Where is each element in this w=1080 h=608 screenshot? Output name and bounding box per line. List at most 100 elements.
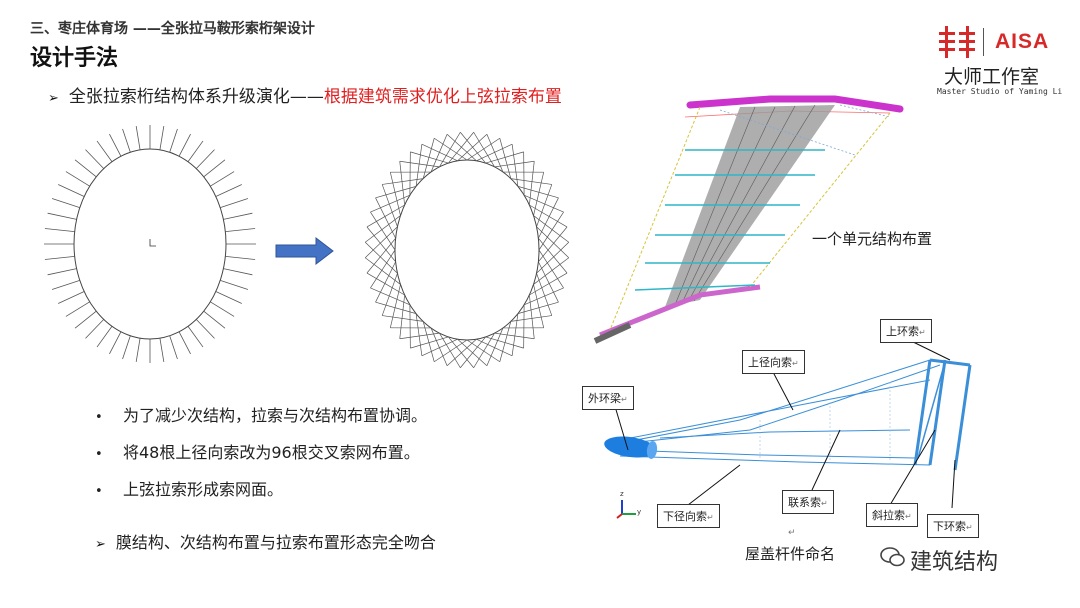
radial-cable <box>122 335 131 360</box>
conclusion-text: 膜结构、次结构布置与拉索布置形态完全吻合 <box>115 533 436 552</box>
list-item: •为了减少次结构，拉索与次结构布置协调。 <box>95 398 427 435</box>
studio-name-en: Master Studio of Yaming Li <box>937 87 1063 96</box>
cross-cable <box>523 194 564 213</box>
radial-cable <box>44 256 75 260</box>
cross-cable <box>536 184 553 227</box>
cross-cable <box>399 160 440 168</box>
cross-cable <box>422 321 435 362</box>
cross-cable <box>533 257 569 285</box>
cross-cable <box>389 284 401 328</box>
radial-cable <box>58 291 85 304</box>
label-lower-radial-cable: 下径向索↵ <box>657 504 720 528</box>
cross-cable <box>370 194 411 213</box>
bullet-dot: • <box>95 484 103 499</box>
radial-cable <box>159 125 165 150</box>
cross-cable <box>399 294 405 339</box>
cross-cable <box>365 257 401 285</box>
radial-cable <box>51 198 80 209</box>
radial-cable <box>195 149 215 169</box>
cross-cable <box>538 238 568 274</box>
cross-cable <box>457 338 488 366</box>
cross-cable <box>511 144 519 187</box>
cross-cable <box>439 332 461 368</box>
label-outer-ring-beam: 外环梁↵ <box>582 386 634 410</box>
center-mark <box>149 239 156 247</box>
conclusion: ➢膜结构、次结构布置与拉索布置形态完全吻合 <box>95 529 436 553</box>
radial-cable <box>215 291 242 304</box>
watermark: 建筑结构 <box>910 550 999 575</box>
cross-cable <box>533 172 545 216</box>
cross-cable <box>460 132 486 164</box>
bullet-dot: • <box>95 447 103 462</box>
cross-cable <box>510 178 552 185</box>
cross-cable <box>460 336 486 368</box>
radial-cable <box>44 228 75 232</box>
radial-cable <box>169 128 178 153</box>
radial-cable <box>203 310 226 329</box>
cross-cable <box>410 151 449 164</box>
radial-cable <box>74 159 97 178</box>
caption-return-mark: ↵ <box>788 528 796 538</box>
radial-cable <box>122 128 131 153</box>
cross-cable <box>370 249 396 289</box>
cross-cable <box>375 301 417 314</box>
cross-cable <box>538 226 568 262</box>
radial-cable <box>109 133 122 157</box>
cross-cable <box>382 315 424 322</box>
cross-cable <box>366 204 405 228</box>
radial-cable <box>51 279 80 290</box>
radial-cable <box>210 301 235 317</box>
list-item: •将48根上径向索改为96根交叉索网布置。 <box>95 435 427 472</box>
radial-cable <box>225 228 256 232</box>
axis-triad-icon <box>616 500 636 519</box>
list-item: •上弦拉索形成索网面。 <box>95 472 427 509</box>
roof-caption: 屋盖杆件命名 <box>745 545 836 563</box>
radial-cable <box>223 268 253 276</box>
radial-cable <box>223 212 253 220</box>
cross-cable <box>494 332 535 340</box>
cross-cable <box>448 336 474 368</box>
radial-cable <box>96 140 113 162</box>
cross-cable <box>382 178 424 185</box>
radial-cable <box>47 268 77 276</box>
label-diagonal-cable: 斜拉索↵ <box>866 503 918 527</box>
bullet-list: •为了减少次结构，拉索与次结构布置协调。 •将48根上径向索改为96根交叉索网布… <box>95 398 427 509</box>
cross-cable <box>446 134 477 162</box>
cross-cable <box>421 338 458 357</box>
radial-cable-diagram <box>44 125 256 363</box>
cross-cable <box>364 226 398 258</box>
headline-text: 全张拉索桁结构体系升级演化—— <box>68 87 324 107</box>
aisa-logo-icon <box>939 26 975 58</box>
cross-cable <box>536 242 570 274</box>
cross-cable <box>517 301 559 314</box>
cross-cable <box>538 197 559 239</box>
roof-member-view <box>604 358 972 471</box>
radial-cable <box>159 338 165 363</box>
radial-cable <box>74 310 97 329</box>
cross-cable-diagram <box>364 132 570 368</box>
studio-name-cn: 大师工作室 <box>944 66 1040 88</box>
radial-cable <box>210 171 235 187</box>
radial-cable <box>169 335 178 360</box>
logo-divider <box>983 28 984 56</box>
radial-cable <box>47 212 77 220</box>
cross-cable <box>476 338 513 357</box>
aisa-wordmark: AISA <box>995 30 1050 53</box>
cross-cable <box>486 134 504 173</box>
cross-cable <box>448 132 474 164</box>
cross-cable <box>370 287 411 306</box>
cross-cable <box>485 151 524 164</box>
radial-cable <box>85 149 105 169</box>
arrow-bullet-icon: ➢ <box>48 91 59 106</box>
radial-cable <box>187 326 204 348</box>
cross-cable <box>434 137 468 161</box>
cross-cable <box>510 315 552 322</box>
headline: ➢全张拉索桁结构体系升级演化——根据建筑需求优化上弦拉索布置 <box>48 82 562 107</box>
radial-cable <box>187 140 204 162</box>
cross-cable <box>466 339 500 363</box>
cross-cable <box>375 186 417 199</box>
radial-cable <box>96 326 113 348</box>
cross-cable <box>476 143 513 162</box>
radial-cable <box>220 279 249 290</box>
